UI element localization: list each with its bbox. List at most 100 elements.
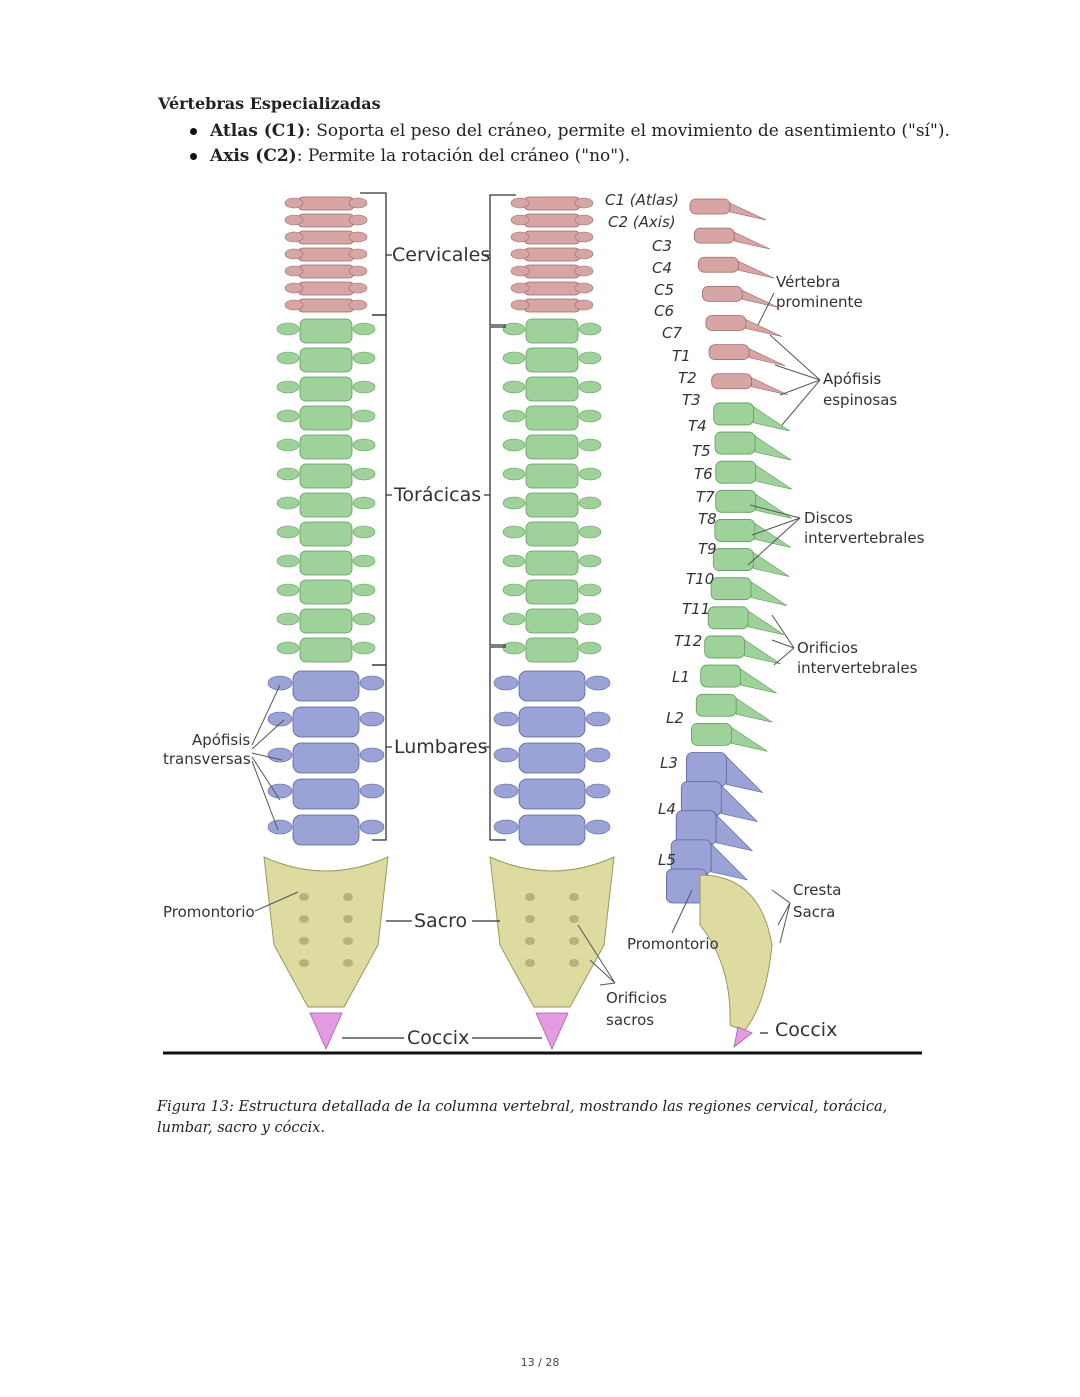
- anterior-cervical-vertebra: [297, 281, 355, 296]
- anterior-cervical-process: [348, 265, 368, 277]
- anterior-thoracic-vertebra: [299, 434, 353, 460]
- lateral-spinous-process: [710, 843, 749, 881]
- posterior-lumbar-process: [493, 711, 519, 727]
- bullet-text: : Soporta el peso del cráneo, permite el…: [305, 121, 950, 141]
- anterior-cervical-process: [284, 231, 304, 243]
- label-coccix-lateral: Coccix: [775, 1019, 837, 1041]
- posterior-thoracic-process: [502, 554, 526, 568]
- posterior-cervical-process: [510, 299, 530, 311]
- posterior-thoracic-process: [502, 641, 526, 655]
- anterior-cervical-vertebra: [297, 213, 355, 228]
- anterior-sacral-foramen: [299, 915, 309, 923]
- posterior-thoracic-vertebra: [525, 463, 579, 489]
- posterior-thoracic-process: [502, 525, 526, 539]
- label-promontorio-left: Promontorio: [163, 903, 255, 921]
- region-brackets: [342, 192, 768, 1039]
- anterior-sacrum: [263, 856, 389, 1008]
- label-lumbares: Lumbares: [394, 736, 488, 758]
- posterior-lumbar-vertebra: [518, 778, 586, 810]
- vertebra-label-t5: T5: [692, 442, 711, 460]
- anterior-thoracic-process: [276, 467, 300, 481]
- lateral-vertebra: [691, 722, 732, 746]
- lateral-coccyx: [733, 1026, 753, 1048]
- anterior-lumbar-vertebra: [292, 670, 360, 702]
- vertebra-label-l2: L2: [666, 709, 684, 727]
- bullet-text: : Permite la rotación del cráneo ("no").: [296, 146, 631, 166]
- page-number: 13 / 28: [520, 1356, 560, 1369]
- anterior-cervical-process: [348, 197, 368, 209]
- vertebra-label-l4: L4: [658, 800, 676, 818]
- label-cresta-2: Sacra: [793, 903, 835, 921]
- posterior-sacral-foramen: [525, 959, 535, 967]
- anterior-lumbar-process: [267, 675, 293, 691]
- lateral-spinous-process: [754, 522, 792, 548]
- vertebra-label-c6: C6: [654, 302, 674, 320]
- label-vertebra-prominente-2: prominente: [776, 293, 863, 311]
- posterior-cervical-process: [510, 265, 530, 277]
- anterior-cervical-process: [348, 282, 368, 294]
- posterior-thoracic-process: [502, 496, 526, 510]
- label-toracicas: Torácicas: [393, 484, 481, 506]
- posterior-thoracic-process: [578, 438, 602, 452]
- posterior-thoracic-process: [502, 380, 526, 394]
- anterior-cervical-process: [348, 299, 368, 311]
- posterior-thoracic-vertebra: [525, 347, 579, 373]
- lateral-vertebra: [705, 315, 747, 331]
- anterior-lumbar-vertebra: [292, 814, 360, 846]
- vertebra-label-c7: C7: [662, 324, 682, 342]
- lateral-spinous-process: [721, 784, 759, 823]
- lateral-spine-column: [665, 198, 792, 1048]
- label-cervicales: Cervicales: [392, 244, 490, 266]
- posterior-cervical-process: [510, 214, 530, 226]
- anterior-thoracic-vertebra: [299, 550, 353, 576]
- lateral-spinous-process: [748, 348, 786, 366]
- figure-caption: Figura 13: Estructura detallada de la co…: [157, 1099, 888, 1136]
- anterior-sacral-foramen: [343, 937, 353, 945]
- label-promontorio-mid: Promontorio: [627, 935, 719, 953]
- label-apofisis-transversas-2: transversas: [163, 750, 251, 768]
- lateral-vertebra: [693, 227, 735, 244]
- anterior-coccyx: [309, 1012, 343, 1050]
- anterior-sacral-foramen: [343, 893, 353, 901]
- posterior-thoracic-vertebra: [525, 376, 579, 402]
- posterior-lumbar-process: [493, 819, 519, 835]
- anterior-lumbar-vertebra: [292, 778, 360, 810]
- bracket-thoracic: [372, 314, 387, 666]
- posterior-cervical-vertebra: [523, 247, 581, 262]
- anterior-thoracic-process: [276, 438, 300, 452]
- anterior-cervical-vertebra: [297, 247, 355, 262]
- bracket-cervical-mid: [489, 194, 516, 326]
- anterior-cervical-vertebra: [297, 264, 355, 279]
- posterior-thoracic-vertebra: [525, 521, 579, 547]
- anterior-thoracic-process: [276, 612, 300, 626]
- posterior-thoracic-process: [578, 351, 602, 365]
- anterior-thoracic-vertebra: [299, 637, 353, 663]
- posterior-cervical-process: [510, 248, 530, 260]
- label-orificios-sacros-1: Orificios: [606, 989, 667, 1007]
- anterior-lumbar-process: [267, 783, 293, 799]
- posterior-sacrum: [489, 856, 615, 1008]
- lateral-spinous-process: [751, 377, 788, 396]
- vertebra-label-t8: T8: [698, 510, 717, 528]
- posterior-cervical-process: [574, 265, 594, 277]
- posterior-lumbar-vertebra: [518, 814, 586, 846]
- posterior-thoracic-process: [578, 612, 602, 626]
- anterior-spine-column: [263, 196, 389, 1050]
- anterior-thoracic-vertebra: [299, 463, 353, 489]
- label-apofisis-transversas-1: Apófisis: [192, 731, 250, 749]
- anterior-thoracic-process: [352, 496, 376, 510]
- vertebra-label-t7: T7: [696, 488, 715, 506]
- lateral-spinous-process: [745, 319, 783, 337]
- posterior-coccyx: [535, 1012, 569, 1050]
- lateral-vertebra: [689, 198, 731, 215]
- posterior-cervical-vertebra: [523, 281, 581, 296]
- pointer-lines-left: [251, 684, 299, 912]
- posterior-thoracic-process: [578, 583, 602, 597]
- anterior-thoracic-vertebra: [299, 521, 353, 547]
- lateral-spinous-process: [750, 581, 788, 606]
- lateral-spinous-process: [715, 814, 754, 852]
- posterior-cervical-vertebra: [523, 213, 581, 228]
- label-orificios-int-2: intervertebrales: [797, 659, 918, 677]
- label-sacro: Sacro: [414, 910, 467, 932]
- anterior-cervical-vertebra: [297, 230, 355, 245]
